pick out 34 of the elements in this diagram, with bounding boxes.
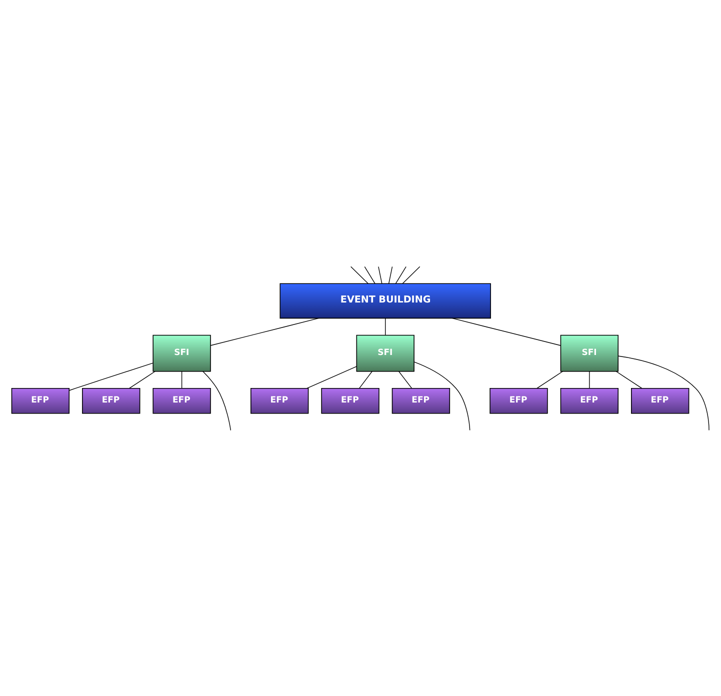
node-box: EFP bbox=[321, 387, 380, 414]
connector bbox=[350, 266, 368, 284]
connector bbox=[358, 370, 372, 388]
connector bbox=[128, 370, 156, 388]
connector bbox=[398, 370, 412, 388]
connector bbox=[618, 355, 710, 430]
node-box: EFP bbox=[152, 387, 211, 414]
connector bbox=[385, 317, 386, 335]
connector bbox=[306, 366, 357, 388]
node-box: EFP bbox=[560, 387, 619, 414]
connector bbox=[364, 266, 376, 284]
connector bbox=[589, 370, 590, 388]
node-box: SFI bbox=[560, 334, 619, 372]
connector bbox=[536, 370, 564, 388]
connector bbox=[414, 361, 470, 430]
connector bbox=[181, 370, 182, 388]
connector bbox=[395, 266, 406, 284]
node-box: EFP bbox=[250, 387, 309, 414]
node-box: SFI bbox=[152, 334, 211, 372]
connector bbox=[210, 317, 320, 346]
connector bbox=[452, 317, 561, 346]
connector bbox=[202, 370, 232, 430]
connector bbox=[402, 266, 420, 284]
node-box: EVENT BUILDING bbox=[280, 282, 491, 318]
connector bbox=[388, 266, 393, 284]
node-box: EFP bbox=[631, 387, 690, 414]
connector bbox=[378, 266, 382, 284]
node-box: EFP bbox=[82, 387, 140, 414]
node-box: EFP bbox=[392, 387, 450, 414]
connector bbox=[68, 362, 154, 390]
node-box: EFP bbox=[11, 387, 70, 414]
connector bbox=[616, 370, 642, 388]
node-box: SFI bbox=[356, 334, 414, 372]
node-box: EFP bbox=[490, 387, 548, 414]
